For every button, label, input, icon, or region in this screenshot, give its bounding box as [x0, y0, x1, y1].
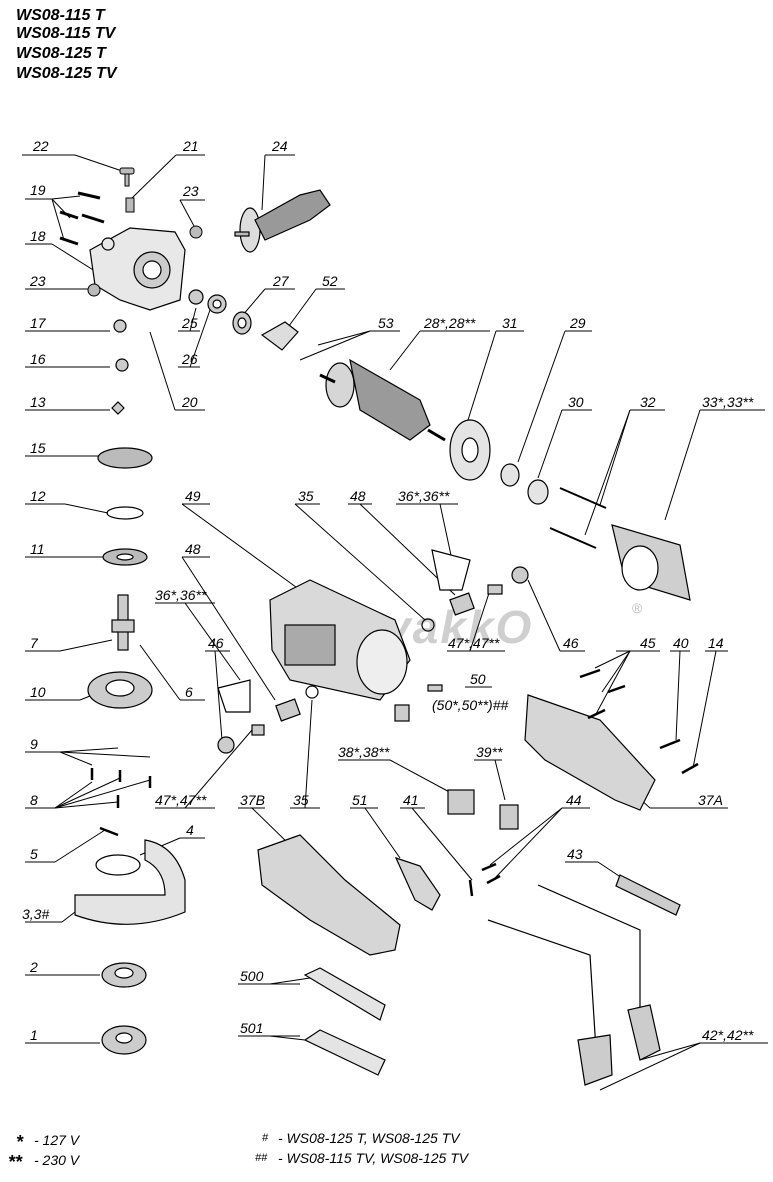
part-label: 10 — [30, 684, 46, 700]
part-label: 15 — [30, 440, 46, 456]
part-label: 42*,42** — [702, 1027, 754, 1043]
part-label: 38*,38** — [338, 744, 390, 760]
part-label: 22 — [33, 138, 49, 154]
part-label: 16 — [30, 351, 46, 367]
part-label: 28*,28** — [424, 315, 476, 331]
part-label: 1 — [30, 1027, 38, 1043]
legend-double-hash-symbol: ## — [255, 1152, 268, 1164]
part-label: 4 — [186, 822, 194, 838]
part-label: 5 — [30, 846, 38, 862]
part-label: 9 — [30, 736, 38, 752]
part-label: 30 — [568, 394, 584, 410]
part-label: 24 — [272, 138, 288, 154]
part-label: 2 — [30, 959, 38, 975]
part-label: 31 — [502, 315, 518, 331]
part-label: 32 — [640, 394, 656, 410]
part-label: 35 — [298, 488, 314, 504]
part-label: 41 — [403, 792, 419, 808]
part-label: 50 — [470, 671, 486, 687]
legend-double-star-symbol: ** — [8, 1152, 23, 1172]
part-label: 46 — [563, 635, 579, 651]
part-label: 11 — [30, 541, 45, 557]
part-label: 43 — [567, 846, 583, 862]
part-label: 12 — [30, 488, 46, 504]
part-label: 39** — [476, 744, 503, 760]
part-label: 26 — [182, 351, 198, 367]
part-label: 45 — [640, 635, 656, 651]
part-label: 500 — [240, 968, 264, 984]
part-label: 17 — [30, 315, 46, 331]
part-label: 19 — [30, 182, 46, 198]
part-label: 47*,47** — [448, 635, 500, 651]
part-label: 23 — [30, 273, 46, 289]
part-label: 3,3# — [22, 906, 50, 922]
part-label: 18 — [30, 228, 46, 244]
part-label: 6 — [185, 684, 193, 700]
model-title-3: WS08-125 T — [16, 45, 106, 62]
part-label: 46 — [208, 635, 224, 651]
part-label: 36*,36** — [155, 587, 207, 603]
part-label: 40 — [673, 635, 689, 651]
part-label: 501 — [240, 1020, 264, 1036]
part-label: 20 — [182, 394, 198, 410]
part-label: 52 — [322, 273, 338, 289]
part-label: 27 — [273, 273, 289, 289]
legend-hash-models: - WS08-125 T, WS08-125 TV — [278, 1130, 460, 1146]
part-label: 8 — [30, 792, 38, 808]
part-label: (50*,50**)## — [432, 697, 509, 713]
part-label: 35 — [293, 792, 309, 808]
part-label: 49 — [185, 488, 201, 504]
part-label: 25 — [182, 315, 198, 331]
legend-230v: - 230 V — [34, 1152, 80, 1168]
part-label: 13 — [30, 394, 46, 410]
part-label: 47*,47** — [155, 792, 207, 808]
model-title-4: WS08-125 TV — [16, 65, 117, 82]
legend-hash-symbol: # — [262, 1132, 269, 1144]
part-label: 48 — [350, 488, 366, 504]
legend-double-hash-models: - WS08-115 TV, WS08-125 TV — [278, 1150, 469, 1166]
part-label: 53 — [378, 315, 394, 331]
model-title-1: WS08-115 T — [16, 7, 105, 24]
model-title-2: WS08-115 TV — [16, 25, 116, 42]
part-label: 37B — [240, 792, 265, 808]
part-label: 36*,36** — [398, 488, 450, 504]
part-label: 48 — [185, 541, 201, 557]
part-label: 21 — [183, 138, 199, 154]
legend-star-symbol: * — [16, 1132, 24, 1152]
legend-127v: - 127 V — [34, 1132, 80, 1148]
part-label: 44 — [566, 792, 582, 808]
part-label: 33*,33** — [702, 394, 754, 410]
part-label: 29 — [570, 315, 586, 331]
part-label: 23 — [183, 183, 199, 199]
part-label: 14 — [708, 635, 724, 651]
part-label: 7 — [30, 635, 38, 651]
part-label: 37A — [698, 792, 723, 808]
part-label: 51 — [352, 792, 368, 808]
watermark-registered-mark: ® — [632, 600, 643, 616]
